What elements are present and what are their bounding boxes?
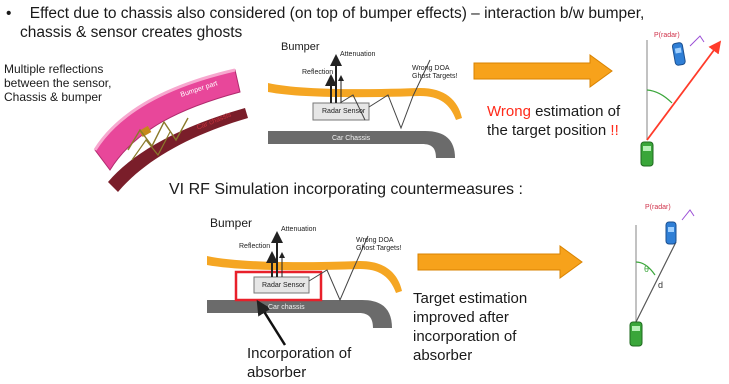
bottom-ego-car-icon [629,321,643,347]
wrong-word: Wrong [487,103,531,120]
bottom-result-arrow [417,245,583,279]
bottom-bumper-label: Bumper [210,216,253,230]
car-chassis-shape [108,108,248,192]
section-title: VI RF Simulation incorporating counterme… [169,181,523,198]
top-reflection-label: Reflection [302,69,334,76]
absorber-caption-line1: Incorporation of [247,345,352,362]
top-target-car-icon [671,42,686,66]
top-ego-car-icon [640,141,654,167]
top-result-figure [640,35,722,167]
left-caption-line2: between the sensor, [4,76,112,90]
top-chassis-shape [268,131,455,158]
absorber-caption-line2: absorber [247,364,307,381]
bottom-chassis-shape [207,300,392,328]
top-car-chassis-label: Car Chassis [332,135,371,142]
bottom-result-line1: Target estimation [413,290,528,307]
left-caption-line1: Multiple reflections [4,62,104,76]
bottom-d-label: d [658,280,664,290]
header-text-line2: chassis & sensor creates ghosts [20,24,243,41]
top-attenuation-label: Attenuation [340,51,376,58]
left-caption-line3: Chassis & bumper [4,90,103,104]
top-bumper-diagram [268,54,462,158]
bottom-result-line2: improved after [413,309,509,326]
top-result-line1: Wrong estimation of [487,103,620,121]
bottom-reflection-label: Reflection [239,243,271,250]
top-bumper-label: Bumper [281,41,320,53]
left-3d-figure [93,68,248,192]
bottom-result-line3: incorporation of [413,328,517,345]
top-result-line2: the target position !! [487,122,619,140]
bottom-result-figure [629,209,695,347]
top-result-line2-text: the target position [487,122,611,139]
absorber-highlight-box [234,270,323,302]
top-wrong-doa-line1: Wrong DOA [412,65,450,72]
bottom-theta-label: θ [644,264,650,274]
bullet-point-line: • Effect due to chassis also considered … [6,4,644,23]
top-wrong-doa-line2: Ghost Targets! [412,73,458,80]
top-result-exclaim: !! [610,122,619,139]
top-radar-sensor-label: Radar Sensor [322,108,366,115]
header-text-line1: Effect due to chassis also considered (o… [29,5,645,22]
bottom-bumper-diagram [207,231,402,346]
bullet-glyph: • [6,5,12,22]
bottom-attenuation-label: Attenuation [281,226,317,233]
bottom-result-line4: absorber [413,347,473,364]
bottom-target-label: P(radar) [645,204,671,211]
bottom-target-car-icon [665,221,677,245]
top-result-line1-rest: estimation of [530,103,621,120]
top-result-arrow [473,54,613,88]
bottom-wrong-doa-line2: Ghost Targets! [356,245,402,252]
top-target-label: P(radar) [654,32,680,39]
sensor-block [139,125,152,137]
bottom-wrong-doa-line1: Wrong DOA [356,237,394,244]
top-bumper-shape [268,83,462,120]
bottom-car-chassis-label: Car chassis [268,304,305,311]
bottom-bumper-shape [207,256,402,293]
bottom-radar-sensor-label: Radar Sensor [262,282,306,289]
